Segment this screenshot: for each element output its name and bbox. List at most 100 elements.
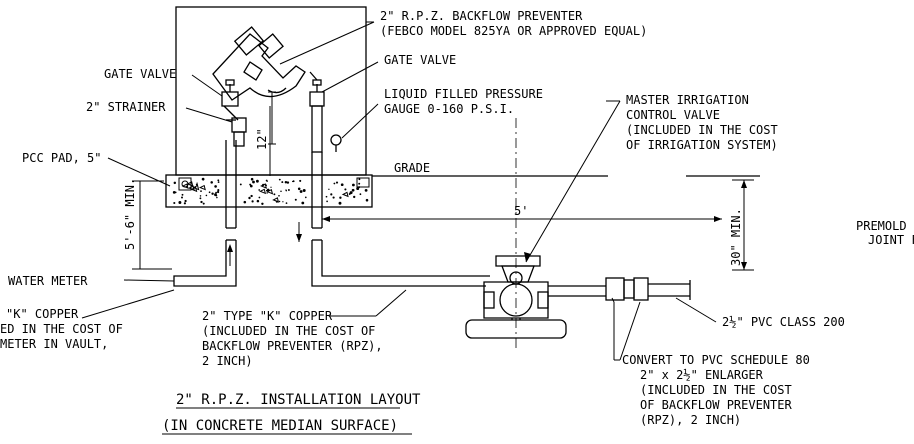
concrete-speck: [211, 192, 214, 195]
concrete-stipple: [172, 177, 369, 205]
rpz-backflow-assembly: [212, 26, 306, 145]
concrete-speck: [359, 193, 362, 196]
title-line-1: 2" R.P.Z. INSTALLATION LAYOUT: [176, 392, 421, 408]
concrete-aggregate: [272, 197, 280, 203]
concrete-speck: [285, 189, 288, 192]
concrete-speck: [335, 181, 339, 184]
concrete-speck: [181, 193, 184, 196]
grade-label: GRADE: [394, 161, 430, 175]
pcc-pad-label: PCC PAD, 5": [22, 151, 101, 165]
master-valve-label-3: (INCLUDED IN THE COST: [626, 123, 778, 137]
concrete-speck: [299, 179, 302, 182]
concrete-speck: [330, 193, 333, 196]
concrete-speck: [256, 179, 259, 183]
concrete-speck: [326, 200, 328, 203]
gate-valve-left: [221, 79, 239, 121]
concrete-aggregate: [341, 191, 349, 198]
concrete-speck: [196, 182, 198, 184]
concrete-speck: [178, 201, 182, 204]
run-5ft-label: 5': [514, 204, 528, 218]
concrete-speck: [284, 181, 288, 184]
concrete-speck: [286, 181, 290, 184]
gauge-label-1: LIQUID FILLED PRESSURE: [384, 87, 543, 101]
concrete-speck: [266, 180, 268, 182]
concrete-speck: [333, 182, 336, 185]
master-valve-label-4: OF IRRIGATION SYSTEM): [626, 138, 778, 152]
master-valve-label-1: MASTER IRRIGATION: [626, 93, 749, 107]
concrete-speck: [280, 190, 282, 192]
concrete-speck: [270, 186, 272, 188]
concrete-speck: [353, 195, 356, 199]
concrete-speck: [258, 196, 261, 199]
concrete-speck: [294, 198, 297, 201]
concrete-speck: [173, 181, 177, 185]
concrete-speck: [251, 200, 254, 203]
concrete-speck: [250, 184, 253, 188]
concrete-speck: [210, 181, 213, 184]
backflow-label-2: (FEBCO MODEL 825YA OR APPROVED EQUAL): [380, 24, 647, 38]
backflow-label-1: 2" R.P.Z. BACKFLOW PREVENTER: [380, 9, 583, 23]
concrete-speck: [183, 202, 186, 205]
premold-label-2: JOINT F: [868, 233, 914, 247]
concrete-speck: [344, 188, 347, 191]
concrete-aggregate: [198, 184, 206, 191]
concrete-speck: [278, 178, 281, 181]
strainer: [226, 117, 247, 147]
concrete-speck: [243, 200, 247, 204]
concrete-speck: [202, 202, 205, 205]
concrete-speck: [297, 187, 301, 191]
concrete-speck: [299, 190, 303, 193]
concrete-aggregate: [190, 186, 198, 193]
concrete-speck: [301, 201, 305, 205]
concrete-speck: [200, 190, 202, 192]
concrete-speck: [302, 189, 306, 192]
pad-anchor-right: [356, 177, 370, 188]
concrete-speck: [332, 196, 335, 199]
concrete-speck: [252, 180, 255, 184]
concrete-speck: [351, 188, 355, 192]
concrete-speck: [278, 200, 281, 203]
pvc-class-label: 2½" PVC CLASS 200: [722, 315, 845, 329]
concrete-speck: [173, 201, 176, 205]
copper-mid-label-3: BACKFLOW PREVENTER (RPZ),: [202, 339, 383, 353]
concrete-speck: [339, 196, 342, 199]
concrete-speck: [287, 189, 290, 191]
concrete-aggregate: [259, 188, 267, 195]
concrete-speck: [215, 191, 218, 194]
gauge-label-2: GAUGE 0-160 P.S.I.: [384, 102, 514, 116]
concrete-speck: [258, 189, 261, 191]
concrete-speck: [217, 179, 220, 182]
copper-mid-pipe: [311, 240, 490, 287]
concrete-speck: [282, 201, 284, 203]
convert-label-3: (INCLUDED IN THE COST: [640, 383, 792, 397]
leader-lines: [81, 21, 717, 361]
concrete-speck: [261, 202, 264, 205]
concrete-speck: [217, 181, 220, 183]
convert-label-2: 2" x 2½" ENLARGER: [640, 368, 764, 382]
enlarger-fitting: [605, 277, 649, 301]
concrete-speck: [201, 177, 205, 181]
concrete-speck: [199, 195, 202, 197]
concrete-speck: [216, 196, 218, 199]
concrete-aggregate: [266, 188, 274, 195]
copper-left-label-2: ED IN THE COST OF: [0, 322, 123, 336]
gate-valve-right: [309, 71, 325, 153]
concrete-speck: [365, 198, 369, 202]
concrete-speck: [352, 183, 355, 187]
concrete-speck: [184, 200, 186, 202]
concrete-aggregate: [186, 181, 194, 187]
title-line-2: (IN CONCRETE MEDIAN SURFACE): [162, 418, 398, 434]
concrete-speck: [248, 196, 251, 200]
copper-left-label-3: METER IN VAULT,: [0, 337, 108, 351]
concrete-speck: [256, 199, 260, 203]
concrete-speck: [265, 189, 268, 192]
pad-anchor: [178, 177, 192, 191]
concrete-speck: [250, 177, 254, 181]
premold-label-1: PREMOLD: [856, 219, 907, 233]
concrete-speck: [338, 201, 342, 205]
water-meter-label: WATER METER: [8, 274, 88, 288]
pressure-gauge: [330, 134, 342, 152]
concrete-speck: [340, 183, 344, 187]
concrete-speck: [356, 187, 360, 191]
